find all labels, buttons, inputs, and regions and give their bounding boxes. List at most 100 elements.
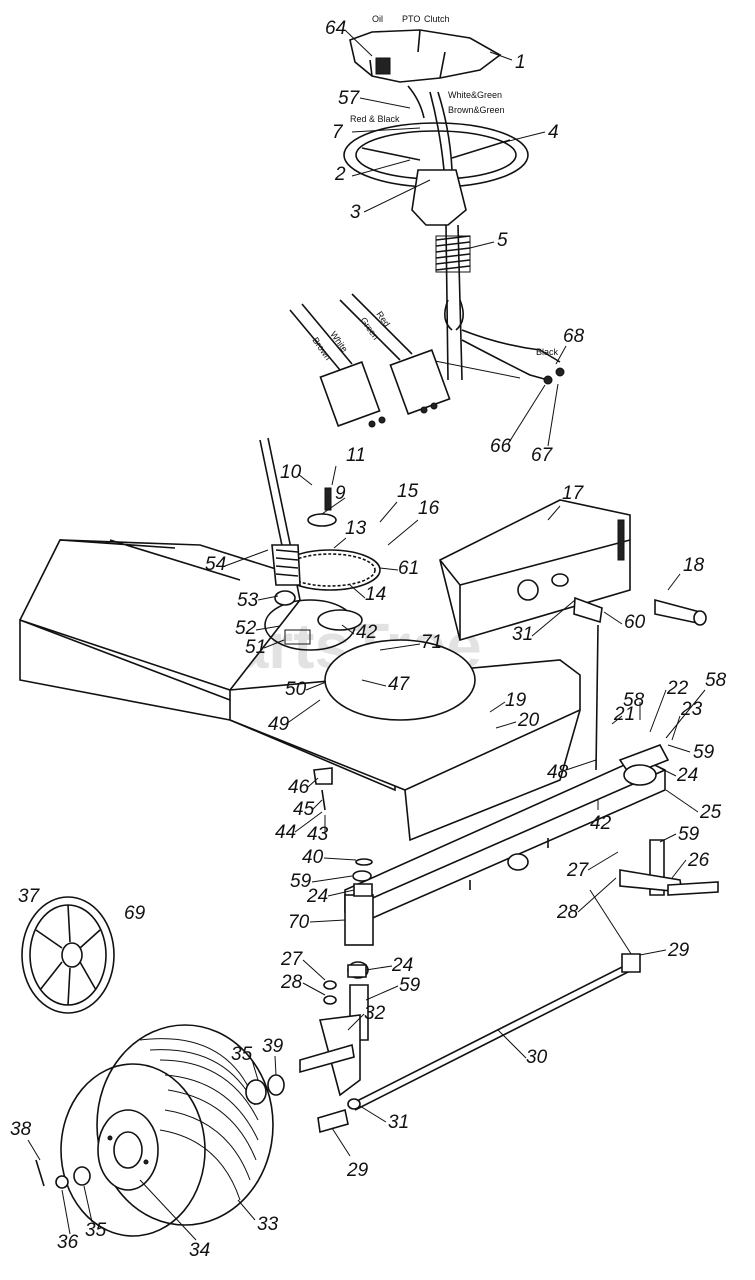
part-label: 48 — [547, 762, 569, 783]
wire-label-white-green: White&Green — [448, 90, 502, 100]
wire-label-red-black: Red & Black — [350, 114, 400, 124]
part-label: 22 — [666, 678, 689, 699]
part-label: 24 — [306, 886, 328, 907]
part-label: 71 — [421, 632, 442, 653]
frame-body — [19, 539, 581, 842]
part-label: 16 — [418, 498, 440, 519]
part-label: 24 — [391, 955, 413, 976]
part-label: 5 — [497, 230, 508, 251]
part-label: 42 — [590, 813, 612, 834]
part-label: 64 — [325, 18, 346, 39]
part-label: 69 — [124, 903, 146, 924]
part-label: 23 — [680, 699, 703, 720]
part-label: 53 — [237, 590, 259, 611]
part-label: 57 — [338, 88, 361, 109]
part-label: 59 — [678, 824, 700, 845]
part-label: 18 — [683, 555, 705, 576]
hubcap — [21, 896, 115, 1014]
part-label: 31 — [388, 1112, 409, 1133]
part-label: 35 — [231, 1044, 253, 1065]
part-label: 32 — [364, 1003, 386, 1024]
part-label: 21 — [613, 704, 635, 725]
wiring-harness: Black — [429, 329, 565, 385]
part-label: 44 — [275, 822, 296, 843]
tie-rod — [354, 889, 641, 1111]
wire-label-brown-green: Brown&Green — [448, 105, 505, 115]
wire-label-pto: PTO — [402, 14, 420, 24]
steering-gear — [259, 437, 381, 645]
spindle-left — [299, 961, 369, 1134]
part-label: 7 — [332, 122, 344, 143]
dash-panel: Oil PTO Clutch — [349, 14, 502, 119]
axle-hardware — [313, 767, 373, 1005]
part-label: 9 — [335, 483, 346, 504]
spring — [435, 235, 471, 273]
part-label: 46 — [288, 777, 310, 798]
part-label: 29 — [346, 1160, 369, 1181]
part-label: 67 — [531, 445, 554, 466]
part-label: 33 — [257, 1214, 279, 1235]
spindle-right — [619, 839, 719, 896]
part-label: 47 — [388, 674, 411, 695]
bolt-18 — [551, 573, 707, 626]
front-tire — [60, 1024, 274, 1237]
part-label: 27 — [280, 949, 304, 970]
part-label: 27 — [566, 860, 590, 881]
part-label: 60 — [624, 612, 646, 633]
leader-lines — [27, 29, 706, 1241]
part-label: 14 — [365, 584, 386, 605]
part-label: 20 — [517, 710, 540, 731]
part-label: 35 — [85, 1220, 107, 1241]
part-label: 4 — [548, 122, 559, 143]
part-label: 66 — [490, 436, 512, 457]
part-label: 58 — [705, 670, 727, 691]
part-label: 19 — [505, 690, 527, 711]
part-label: 59 — [290, 871, 312, 892]
part-label: 2 — [334, 164, 346, 185]
front-axle — [344, 744, 670, 946]
part-label: 13 — [345, 518, 367, 539]
steering-shaft — [435, 224, 471, 381]
part-label: 45 — [293, 799, 315, 820]
part-label: 28 — [556, 902, 579, 923]
wire-label-clutch: Clutch — [424, 14, 450, 24]
part-label: 29 — [667, 940, 690, 961]
part-label: 26 — [687, 850, 710, 871]
part-label: 3 — [350, 202, 361, 223]
part-label: 58 — [623, 690, 645, 711]
part-label: 25 — [699, 802, 722, 823]
wire-label-brown: Brown — [310, 335, 333, 362]
part-label: 28 — [280, 972, 303, 993]
part-label: 24 — [676, 765, 698, 786]
part-label: 37 — [18, 886, 41, 907]
part-label: 51 — [245, 637, 266, 658]
frame-rail — [439, 499, 631, 642]
wheel-bearings — [35, 1074, 285, 1189]
part-label: 68 — [563, 326, 585, 347]
steering-wheel: White&Green Red & Black Brown&Green — [343, 90, 529, 226]
part-label: 52 — [235, 618, 257, 639]
part-label: 30 — [526, 1047, 548, 1068]
wire-label-white: White — [328, 329, 349, 354]
part-label: 50 — [285, 679, 307, 700]
part-label: 54 — [205, 554, 226, 575]
part-label: 1 — [515, 52, 526, 73]
part-label: 38 — [10, 1119, 32, 1140]
wire-label-oil: Oil — [372, 14, 383, 24]
part-label: 70 — [288, 912, 310, 933]
part-label: 36 — [57, 1232, 79, 1253]
part-label: 42 — [356, 622, 378, 643]
part-label: 39 — [262, 1036, 284, 1057]
part-label: 59 — [399, 975, 421, 996]
fitting-60 — [573, 596, 603, 771]
wire-label-black: Black — [536, 347, 559, 357]
part-label: 43 — [307, 824, 329, 845]
part-label: 59 — [693, 742, 715, 763]
part-labels: 64 1 57 7 4 2 3 5 68 66 67 11 10 9 15 16… — [10, 18, 727, 1261]
part-label: 31 — [512, 624, 533, 645]
part-label: 34 — [189, 1240, 210, 1261]
part-label: 17 — [562, 483, 585, 504]
part-label: 15 — [397, 481, 419, 502]
part-label: 40 — [302, 847, 324, 868]
